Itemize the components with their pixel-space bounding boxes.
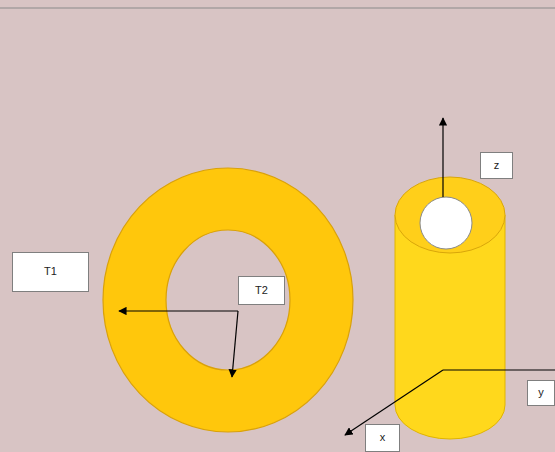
z-axis (442, 118, 443, 197)
label-text: y (538, 386, 544, 399)
inner-radius-arrow (232, 311, 238, 377)
cylinder-top (395, 177, 505, 253)
dimension-label-box: T1 (12, 252, 89, 292)
ring (103, 168, 353, 432)
axis-label-box: x (365, 424, 400, 452)
label-text: T1 (44, 265, 57, 278)
axis-label-box: z (480, 152, 513, 179)
top-rule (0, 8, 555, 9)
axis-label-box: y (527, 380, 555, 406)
outer-radius-arrow (119, 310, 238, 311)
label-text: z (494, 159, 500, 172)
label-text: T2 (255, 284, 268, 297)
y-axis (443, 369, 555, 370)
label-text: x (380, 431, 386, 444)
cylinder-bore (420, 197, 472, 249)
dimension-label-box: T2 (238, 276, 285, 305)
